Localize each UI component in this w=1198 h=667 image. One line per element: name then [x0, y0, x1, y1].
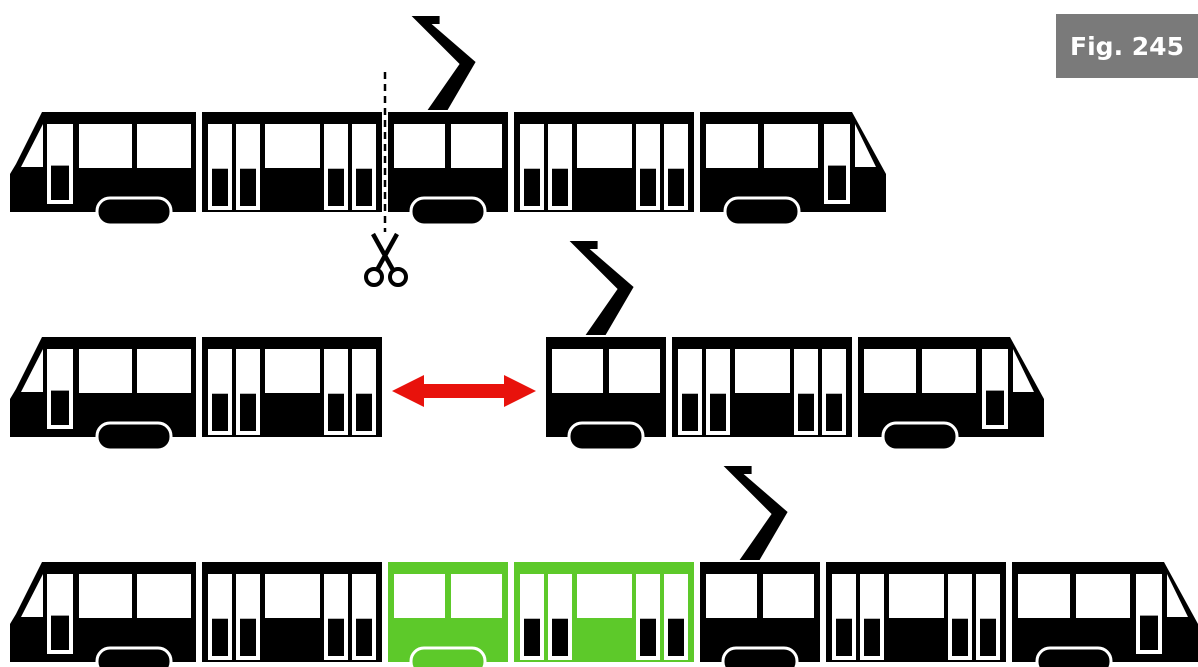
- door: [678, 349, 702, 435]
- window: [137, 124, 191, 168]
- door: [824, 124, 850, 204]
- window: [394, 124, 445, 168]
- door: [352, 349, 376, 435]
- door: [664, 124, 688, 210]
- window: [451, 124, 502, 168]
- tram-module-cab-right: [700, 112, 886, 225]
- door: [832, 574, 856, 660]
- window: [1076, 574, 1130, 618]
- figure-label: Fig. 245: [1056, 14, 1198, 78]
- door: [548, 124, 572, 210]
- window: [763, 574, 814, 618]
- pantograph-icon: [412, 16, 476, 110]
- tram-module-cab-right: [858, 337, 1044, 450]
- door: [352, 574, 376, 660]
- split-tram-row: [10, 241, 1044, 450]
- tram-module-door: [202, 562, 382, 662]
- door: [982, 349, 1008, 429]
- window: [137, 349, 191, 393]
- door: [794, 349, 818, 435]
- window: [79, 349, 132, 393]
- window: [265, 124, 320, 168]
- bogie: [569, 423, 643, 450]
- door: [324, 574, 348, 660]
- window: [394, 574, 445, 618]
- window: [265, 349, 320, 393]
- tram-module-cab: [10, 337, 196, 450]
- window: [889, 574, 944, 618]
- door: [236, 349, 260, 435]
- door: [208, 124, 232, 210]
- door: [548, 574, 572, 660]
- double-headed-arrow-icon: [392, 375, 536, 407]
- bogie: [97, 648, 171, 667]
- tram-module-middle: [546, 337, 666, 450]
- door: [1136, 574, 1162, 654]
- window: [552, 349, 603, 393]
- window: [735, 349, 790, 393]
- bogie: [1037, 648, 1111, 667]
- door: [47, 124, 73, 204]
- original-tram-row: [10, 16, 886, 285]
- window: [577, 574, 632, 618]
- window: [137, 574, 191, 618]
- door: [520, 124, 544, 210]
- window: [922, 349, 976, 393]
- door: [208, 349, 232, 435]
- window: [706, 574, 757, 618]
- door: [664, 574, 688, 660]
- bogie: [883, 423, 957, 450]
- window: [706, 124, 758, 168]
- bogie: [411, 648, 485, 667]
- door: [706, 349, 730, 435]
- tram-module-door: [514, 562, 694, 662]
- bogie: [97, 198, 171, 225]
- window: [451, 574, 502, 618]
- tram-module-cab: [10, 562, 196, 667]
- window: [577, 124, 632, 168]
- bogie: [723, 648, 797, 667]
- bogie: [97, 423, 171, 450]
- door: [208, 574, 232, 660]
- tram-module-door: [826, 562, 1006, 662]
- window: [864, 349, 916, 393]
- door: [236, 574, 260, 660]
- door: [47, 349, 73, 429]
- tram-module-cab: [10, 112, 196, 225]
- window: [1018, 574, 1070, 618]
- door: [822, 349, 846, 435]
- bogie: [411, 198, 485, 225]
- door: [352, 124, 376, 210]
- window: [764, 124, 818, 168]
- door: [324, 124, 348, 210]
- tram-module-door: [202, 337, 382, 437]
- door: [636, 574, 660, 660]
- bogie: [725, 198, 799, 225]
- tram-module-middle: [388, 112, 508, 225]
- scissors-icon: [366, 234, 406, 285]
- door: [520, 574, 544, 660]
- tram-module-door: [202, 112, 382, 212]
- tram-module-middle: [700, 562, 820, 667]
- tram-module-door: [514, 112, 694, 212]
- door: [948, 574, 972, 660]
- pantograph-icon: [570, 241, 634, 335]
- door: [636, 124, 660, 210]
- window: [79, 574, 132, 618]
- tram-module-door: [672, 337, 852, 437]
- window: [609, 349, 660, 393]
- tram-module-middle: [388, 562, 508, 667]
- door: [976, 574, 1000, 660]
- tram-module-cab-right: [1012, 562, 1198, 667]
- extended-tram-row: [10, 466, 1198, 667]
- door: [324, 349, 348, 435]
- window: [79, 124, 132, 168]
- window: [265, 574, 320, 618]
- pantograph-icon: [724, 466, 788, 560]
- door: [860, 574, 884, 660]
- door: [236, 124, 260, 210]
- door: [47, 574, 73, 654]
